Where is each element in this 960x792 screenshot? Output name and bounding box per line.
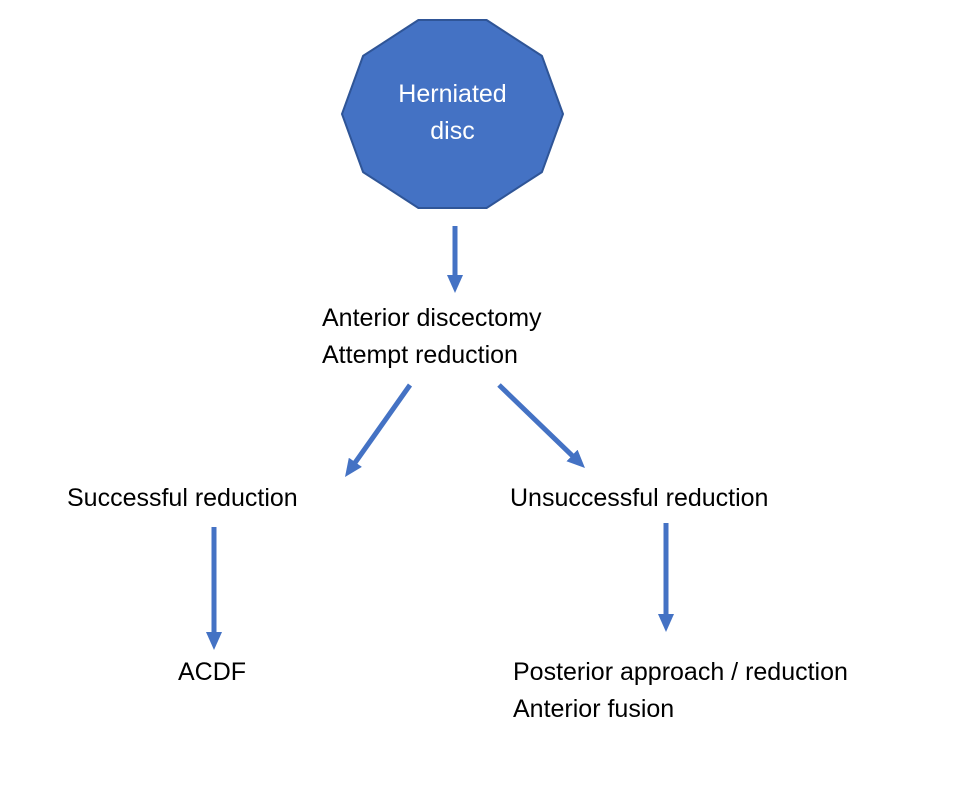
arrow-discectomy-to-unsuccessful-icon bbox=[497, 383, 585, 468]
arrow-discectomy-to-successful-icon bbox=[345, 383, 413, 477]
acdf-label: ACDF bbox=[178, 658, 247, 686]
herniated-disc-shape bbox=[341, 19, 564, 209]
posterior-approach-label: Posterior approach / reduction Anterior … bbox=[513, 658, 848, 723]
herniated-disc-label: Herniated disc bbox=[398, 80, 507, 145]
anterior-discectomy-label: Anterior discectomy Attempt reduction bbox=[322, 304, 542, 369]
successful-reduction-label: Successful reduction bbox=[67, 484, 298, 512]
unsuccessful-reduction-label: Unsuccessful reduction bbox=[510, 484, 769, 512]
